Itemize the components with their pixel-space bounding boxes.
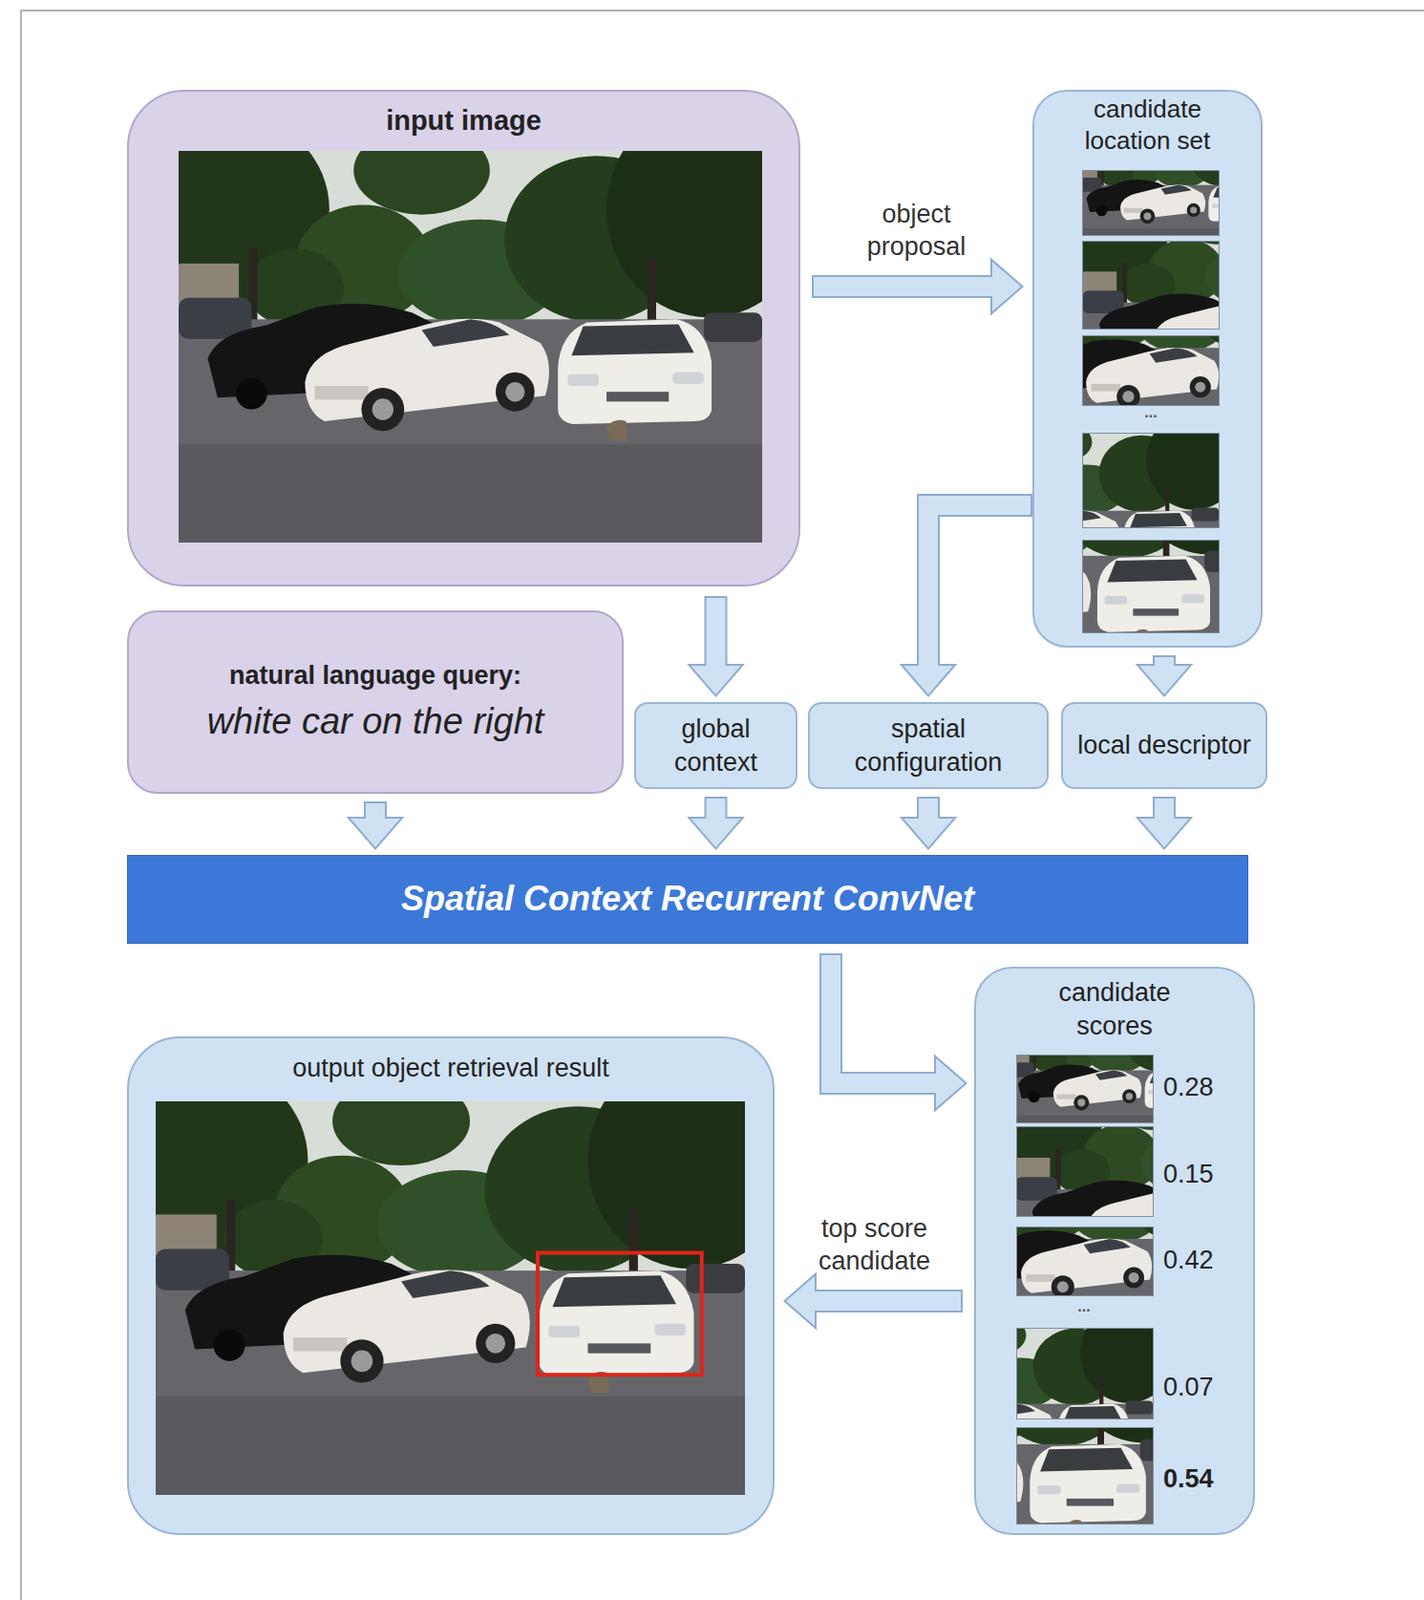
scored-thumbnail bbox=[1017, 1055, 1153, 1123]
arrowhead bbox=[350, 818, 401, 848]
scored-thumbnail bbox=[1017, 1328, 1153, 1419]
block-arrow bbox=[786, 1275, 952, 1326]
arrow-body bbox=[706, 607, 726, 669]
arrowhead bbox=[786, 1275, 815, 1326]
block-arrow bbox=[350, 812, 401, 848]
candidate-thumbnail bbox=[1083, 170, 1219, 235]
candidate-thumbnail bbox=[1083, 540, 1219, 633]
arrowhead-outline bbox=[350, 818, 401, 848]
arrowhead bbox=[691, 665, 742, 695]
network-band: Spatial Context Recurrent ConvNet bbox=[127, 854, 1249, 944]
output-panel: output object retrieval result bbox=[127, 1036, 775, 1535]
scored-thumbnail bbox=[1017, 1227, 1153, 1296]
scores-panel: candidate scores 0.28 0.15 0.42 0.07 0.54 bbox=[974, 966, 1255, 1535]
arrowhead-outline bbox=[935, 1058, 965, 1108]
arrowhead-outline bbox=[691, 665, 742, 695]
feature-box: local descriptor bbox=[1061, 701, 1268, 789]
box-text: 0.07 bbox=[1163, 1370, 1214, 1404]
block-arrow bbox=[691, 607, 742, 695]
arrow-body bbox=[823, 276, 996, 297]
candidate-thumbnail bbox=[1083, 241, 1219, 329]
arrow-body bbox=[811, 1291, 952, 1311]
output-photo bbox=[155, 1101, 745, 1495]
arrowhead bbox=[903, 818, 954, 848]
ellipsis-mark: ... bbox=[1077, 1296, 1090, 1317]
block-arrow bbox=[830, 964, 965, 1108]
feature-box: global context bbox=[634, 701, 798, 789]
arrowhead-outline bbox=[903, 818, 954, 848]
arrow-outline bbox=[830, 964, 939, 1084]
arrow-label: top score candidate bbox=[803, 1211, 947, 1278]
box-title: local descriptor bbox=[1077, 728, 1252, 763]
query-box: natural language query: white car on the … bbox=[127, 610, 624, 794]
box-title: candidate location set bbox=[1052, 93, 1244, 158]
arrowhead-outline bbox=[691, 818, 742, 848]
arrowhead-outline bbox=[1139, 665, 1190, 695]
box-title: global context bbox=[649, 712, 783, 779]
box-text: 0.54 bbox=[1163, 1462, 1214, 1496]
candidate-thumbnail bbox=[1083, 433, 1219, 528]
box-title: natural language query: bbox=[229, 658, 522, 693]
box-title: candidate scores bbox=[1019, 976, 1211, 1042]
arrowhead bbox=[1139, 818, 1190, 848]
box-title: spatial configuration bbox=[823, 712, 1034, 779]
box-text: white car on the right bbox=[207, 698, 545, 745]
input-photo bbox=[178, 150, 763, 543]
arrow-outline bbox=[704, 607, 728, 669]
box-title: input image bbox=[128, 103, 799, 139]
arrow-label: object proposal bbox=[845, 197, 989, 264]
block-arrow bbox=[1139, 807, 1190, 848]
arrow-body bbox=[830, 964, 939, 1084]
arrowhead bbox=[992, 261, 1021, 312]
image-panel: input image bbox=[127, 89, 801, 587]
block-arrow bbox=[823, 261, 1021, 312]
box-text: 0.28 bbox=[1163, 1070, 1214, 1105]
arrowhead bbox=[935, 1058, 965, 1108]
block-arrow bbox=[903, 807, 954, 848]
candidate-panel: candidate location set bbox=[1032, 89, 1263, 648]
block-arrow bbox=[691, 807, 742, 848]
candidate-thumbnail bbox=[1083, 336, 1219, 405]
block-arrow bbox=[903, 505, 1021, 695]
feature-box: spatial configuration bbox=[807, 701, 1049, 789]
box-title: output object retrieval result bbox=[128, 1051, 773, 1085]
arrow-body bbox=[928, 505, 1021, 669]
arrow-outline bbox=[823, 275, 996, 298]
arrowhead bbox=[691, 818, 742, 848]
arrowhead bbox=[1139, 665, 1190, 695]
box-text: 0.42 bbox=[1163, 1243, 1214, 1277]
box-title: Spatial Context Recurrent ConvNet bbox=[401, 876, 975, 921]
ellipsis-mark: ... bbox=[1144, 403, 1157, 423]
block-arrow bbox=[1139, 665, 1190, 695]
arrow-outline bbox=[811, 1289, 952, 1313]
arrowhead-outline bbox=[903, 665, 954, 695]
scored-thumbnail bbox=[1017, 1126, 1153, 1216]
arrowhead-outline bbox=[1139, 818, 1190, 848]
arrowhead bbox=[903, 665, 954, 695]
arrowhead-outline bbox=[786, 1275, 815, 1326]
arrow-outline bbox=[928, 505, 1021, 669]
arrowhead-outline bbox=[992, 261, 1021, 312]
scored-thumbnail bbox=[1017, 1427, 1153, 1524]
box-text: 0.15 bbox=[1163, 1157, 1214, 1191]
